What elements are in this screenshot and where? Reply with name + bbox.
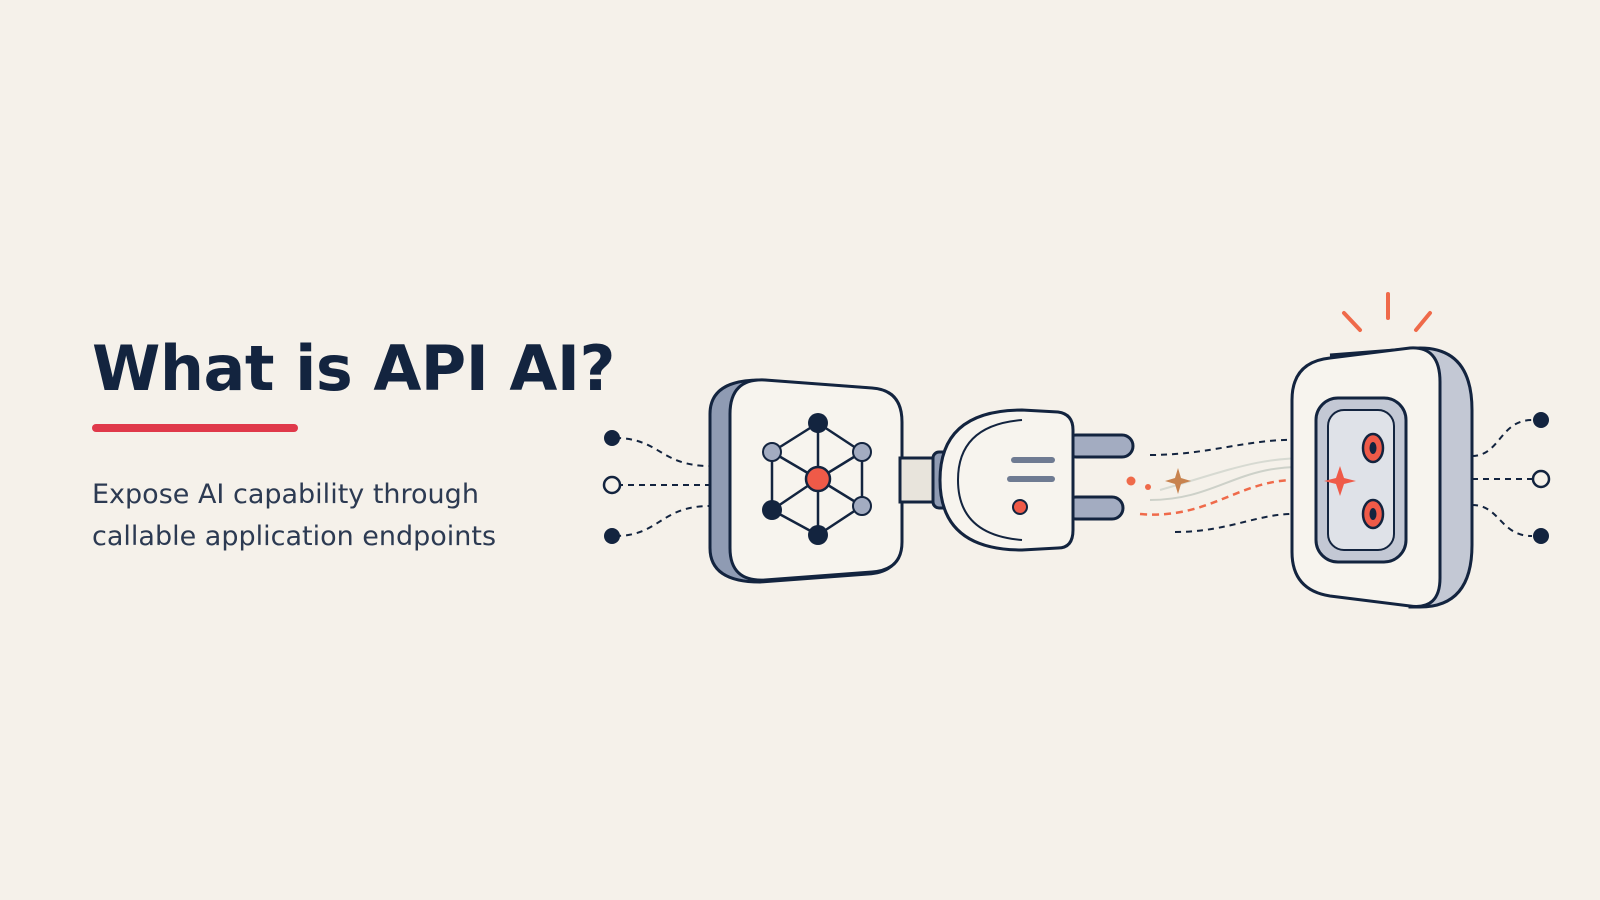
subtitle-line-1: Expose AI capability through [92,479,479,510]
input-node-icon [604,430,620,446]
output-node-icon [1531,469,1551,489]
input-node-icon [604,528,620,544]
spark-dot [1145,484,1151,490]
page-title: What is API AI? [92,332,615,405]
sparkle-icon [1165,468,1191,494]
title-underline [92,424,298,432]
ai-network-icon [708,378,904,584]
power-socket-icon [1290,346,1474,609]
output-node-icon [1533,528,1549,544]
input-node-icon [602,475,622,495]
text-block: What is API AI? Expose AI capability thr… [92,330,615,558]
power-plug-icon [938,408,1135,552]
output-node-icon [1533,412,1549,428]
output-connections [1471,419,1533,537]
subtitle: Expose AI capability through callable ap… [92,474,612,558]
active-rays [1342,292,1432,332]
spark-dot [1126,476,1136,486]
subtitle-line-2: callable application endpoints [92,521,497,552]
input-connections [614,437,711,537]
